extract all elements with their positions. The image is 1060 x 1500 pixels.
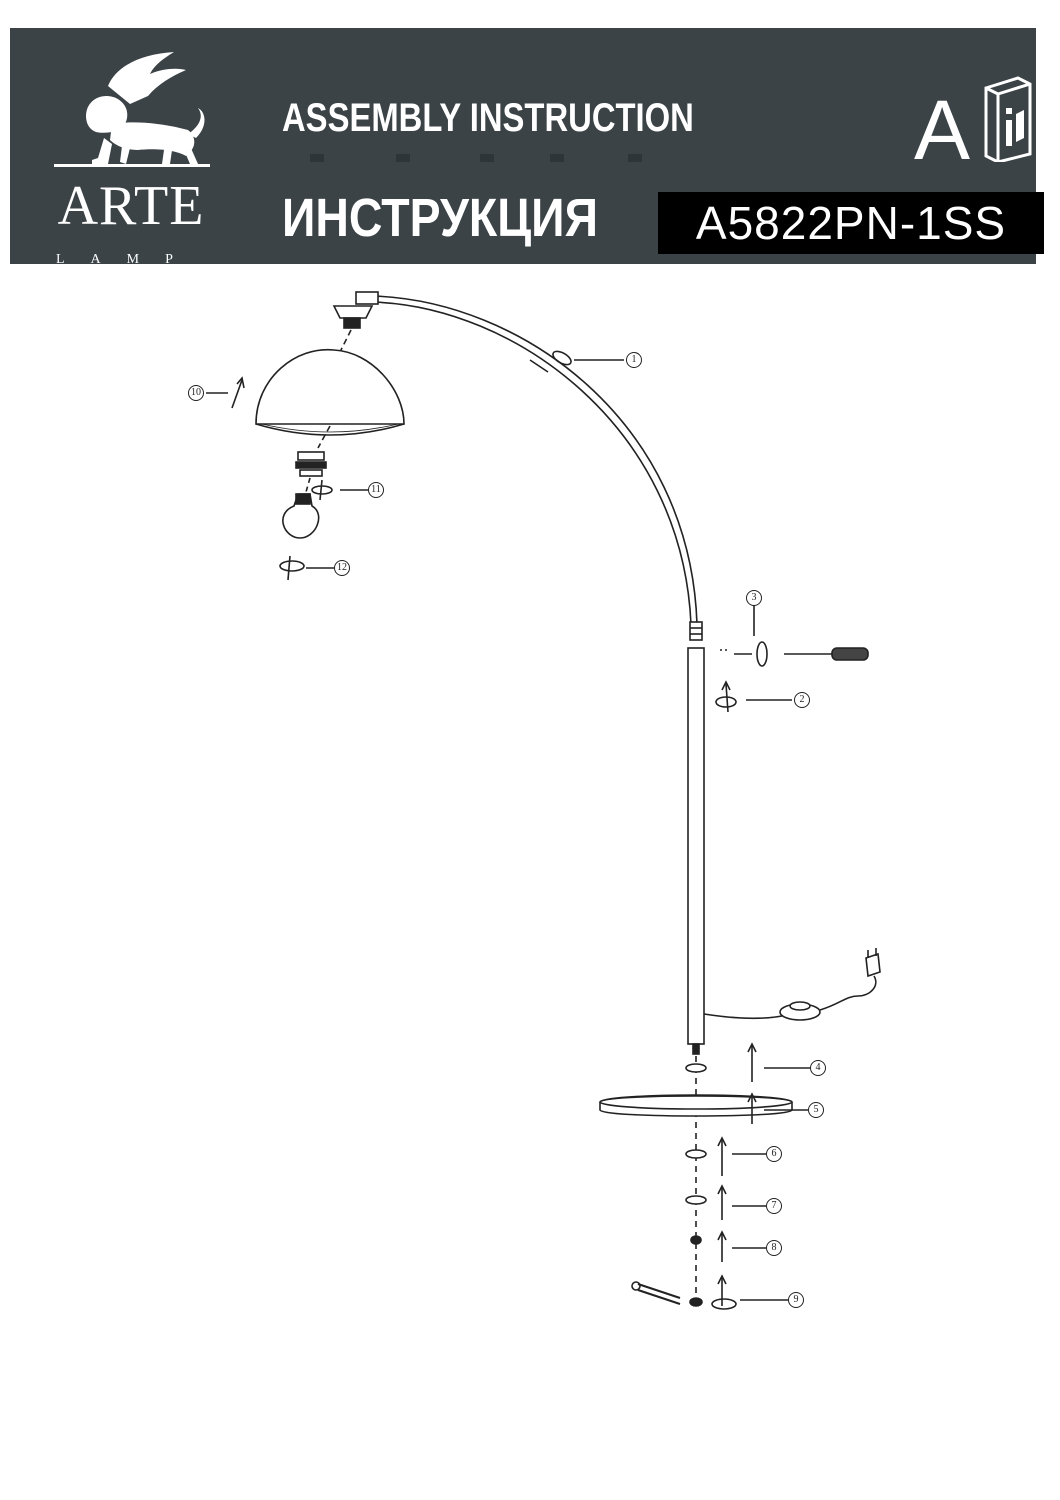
callout-10: 10: [188, 385, 204, 401]
callout-12: 12: [334, 560, 350, 576]
title-underline-dashes: [310, 154, 642, 162]
winged-lion-logo-icon: [54, 52, 210, 167]
spring-washer-8: [690, 1235, 702, 1245]
callout-6: 6: [766, 1146, 782, 1162]
title-english: ASSEMBLY INSTRUCTION: [282, 96, 694, 140]
model-number: A5822PN-1SS: [695, 197, 1007, 249]
manual-book-icon: [984, 76, 1032, 162]
wrench: [637, 1283, 681, 1305]
base-plate: [599, 1095, 793, 1117]
arm-top-cap: [355, 291, 379, 305]
category-letter: A: [914, 83, 971, 177]
socket-ring: [297, 451, 325, 461]
title-russian: ИНСТРУКЦИЯ: [282, 188, 598, 248]
callout-11: 11: [368, 482, 384, 498]
model-number-box: A5822PN-1SS: [658, 192, 1044, 254]
washer-6: [685, 1149, 707, 1159]
callout-8: 8: [766, 1240, 782, 1256]
callout-9: 9: [788, 1292, 804, 1308]
nut-9: [689, 1297, 703, 1307]
callout-4: 4: [810, 1060, 826, 1076]
power-plug: [865, 952, 881, 978]
washer-7: [685, 1195, 707, 1205]
shade-holder: [332, 305, 374, 319]
vertical-pole: [687, 647, 705, 1045]
callout-5: 5: [808, 1102, 824, 1118]
brand-subtitle: LAMP: [56, 252, 199, 267]
callout-3: 3: [746, 590, 762, 606]
dome-shade: [255, 348, 405, 425]
arched-arm: [371, 295, 698, 625]
callout-1: 1: [626, 352, 642, 368]
assembly-diagram: [206, 291, 881, 1310]
brand-wordmark: ARTE: [57, 175, 205, 237]
header-banner: ARTE LAMP ASSEMBLY INSTRUCTION ИНСТРУКЦИ…: [10, 28, 1044, 267]
washer-4: [685, 1063, 707, 1073]
light-bulb: [282, 493, 320, 539]
callout-7: 7: [766, 1198, 782, 1214]
callout-2: 2: [794, 692, 810, 708]
